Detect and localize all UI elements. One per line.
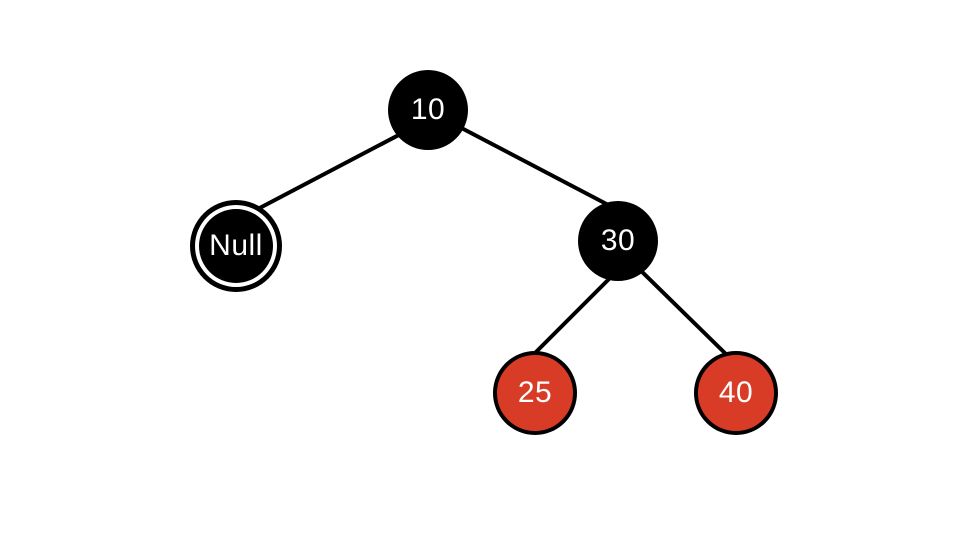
tree-node-40: 40 xyxy=(694,351,778,435)
node-label: 30 xyxy=(600,224,636,257)
edge-30-40 xyxy=(630,260,734,362)
edge-10-30 xyxy=(448,120,618,211)
edge-10-null xyxy=(250,125,416,214)
tree-node-null: Null xyxy=(199,209,273,283)
node-label: 40 xyxy=(718,376,754,409)
tree-node-10: 10 xyxy=(388,70,468,150)
node-label: 25 xyxy=(517,376,553,409)
node-label: 10 xyxy=(410,93,446,126)
tree-node-30: 30 xyxy=(578,201,658,281)
edge-30-25 xyxy=(524,266,622,364)
node-label: Null xyxy=(209,229,263,262)
tree-node-25: 25 xyxy=(493,351,577,435)
